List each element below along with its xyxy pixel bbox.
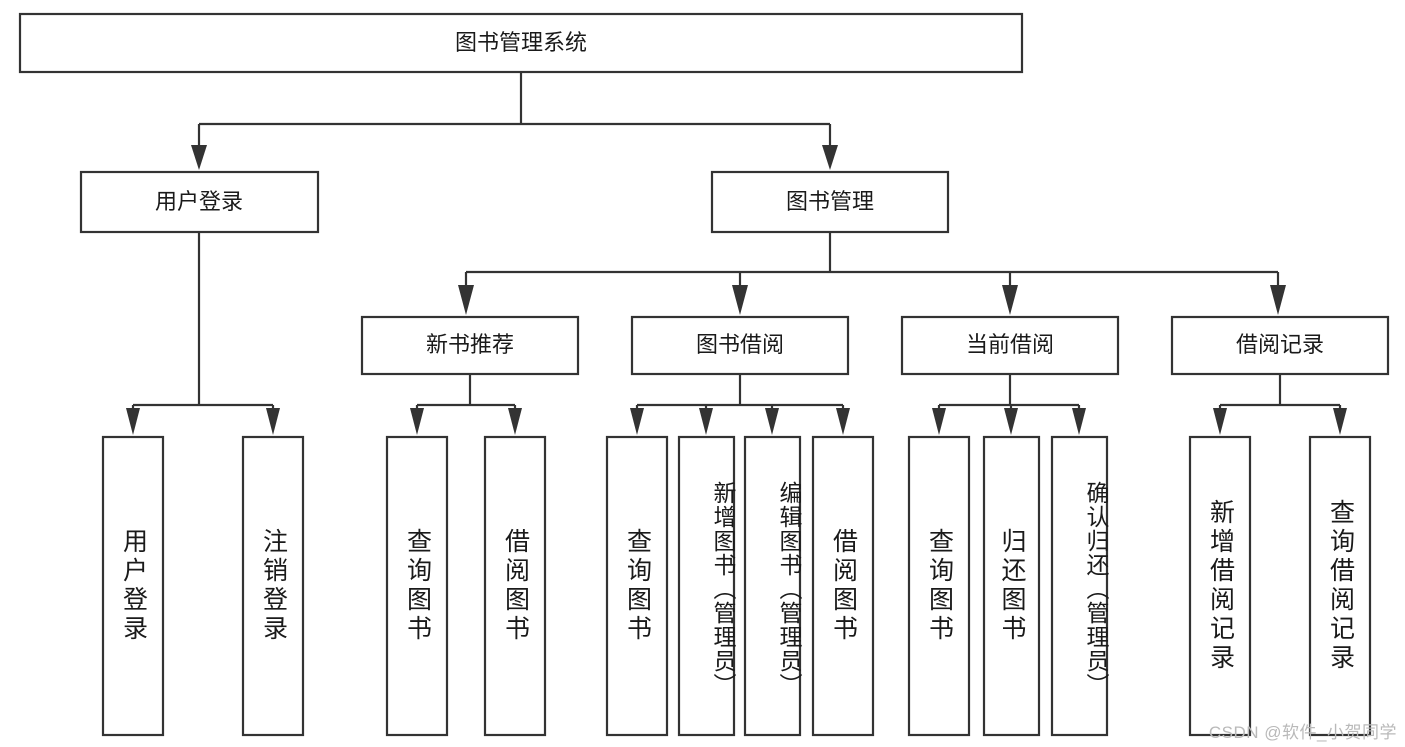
leaf-borrow-book-2-box[interactable] <box>811 435 875 737</box>
arrow-head-book-borrow <box>732 285 748 315</box>
leaf-query-book-2-box[interactable] <box>605 435 669 737</box>
node-root-box[interactable] <box>18 12 1024 74</box>
leaf-query-book-3[interactable] <box>907 435 971 737</box>
csdn-watermark: CSDN @软件_小贺同学 <box>1208 723 1397 742</box>
leaf-user-login[interactable] <box>101 435 165 737</box>
leaf-logout-box[interactable] <box>241 435 305 737</box>
leaf-query-book-1-box[interactable] <box>385 435 449 737</box>
leaf-query-record[interactable] <box>1308 435 1372 737</box>
node-root[interactable]: 图书管理系统 <box>18 12 1024 74</box>
node-book-manage-box[interactable] <box>710 170 950 234</box>
node-borrow-record-box[interactable] <box>1170 315 1390 376</box>
node-borrow-record[interactable]: 借阅记录 <box>1170 315 1390 376</box>
leaf-add-book[interactable] <box>677 435 736 737</box>
arrow-head-leaf-borrow-book-1 <box>508 408 522 435</box>
connector-layer <box>126 72 1347 435</box>
leaf-confirm-return-box[interactable] <box>1050 435 1109 737</box>
leaf-query-book-2[interactable] <box>605 435 669 737</box>
node-book-manage-label: 图书管理 <box>786 189 874 214</box>
arrow-head-leaf-confirm-return <box>1072 408 1086 435</box>
leaf-borrow-book-2[interactable] <box>811 435 875 737</box>
leaf-confirm-return[interactable] <box>1050 435 1109 737</box>
leaf-add-book-box[interactable] <box>677 435 736 737</box>
leaf-borrow-book-1[interactable] <box>483 435 547 737</box>
leaf-user-login-box[interactable] <box>101 435 165 737</box>
node-current-borrow-box[interactable] <box>900 315 1120 376</box>
node-book-manage[interactable]: 图书管理 <box>710 170 950 234</box>
arrow-head-user-login <box>191 145 207 170</box>
arrow-head-leaf-add-book <box>699 408 713 435</box>
arrow-head-leaf-add-record <box>1213 408 1227 435</box>
arrow-head-leaf-query-book-2 <box>630 408 644 435</box>
node-book-borrow[interactable]: 图书借阅 <box>630 315 850 376</box>
node-current-borrow[interactable]: 当前借阅 <box>900 315 1120 376</box>
node-current-borrow-label: 当前借阅 <box>966 332 1054 357</box>
leaf-return-book[interactable] <box>982 435 1041 737</box>
node-book-borrow-box[interactable] <box>630 315 850 376</box>
arrow-head-leaf-return-book <box>1004 408 1018 435</box>
node-book-borrow-label: 图书借阅 <box>696 332 784 357</box>
leaf-borrow-book-1-box[interactable] <box>483 435 547 737</box>
node-root-label: 图书管理系统 <box>455 30 587 55</box>
arrow-head-current-borrow <box>1002 285 1018 315</box>
leaf-query-record-box[interactable] <box>1308 435 1372 737</box>
node-user-login-box[interactable] <box>79 170 320 234</box>
arrow-head-new-book-rec <box>458 285 474 315</box>
leaf-edit-book[interactable] <box>743 435 802 737</box>
leaf-logout[interactable] <box>241 435 305 737</box>
arrow-head-borrow-record <box>1270 285 1286 315</box>
node-new-book-rec-label: 新书推荐 <box>426 332 514 357</box>
leaf-return-book-box[interactable] <box>982 435 1041 737</box>
node-user-login[interactable]: 用户登录 <box>79 170 320 234</box>
leaf-query-book-1[interactable] <box>385 435 449 737</box>
node-new-book-rec-box[interactable] <box>360 315 580 376</box>
leaf-add-record-box[interactable] <box>1188 435 1252 737</box>
arrow-head-book-manage <box>822 145 838 170</box>
leaf-edit-book-box[interactable] <box>743 435 802 737</box>
arrow-head-leaf-logout <box>266 408 280 435</box>
arrow-head-leaf-query-book-3 <box>932 408 946 435</box>
arrow-head-leaf-borrow-book-2 <box>836 408 850 435</box>
arrow-head-leaf-query-record <box>1333 408 1347 435</box>
node-borrow-record-label: 借阅记录 <box>1236 332 1324 357</box>
leaf-add-record[interactable] <box>1188 435 1252 737</box>
leaf-query-book-3-box[interactable] <box>907 435 971 737</box>
node-new-book-rec[interactable]: 新书推荐 <box>360 315 580 376</box>
arrow-head-leaf-query-book-1 <box>410 408 424 435</box>
arrow-head-leaf-edit-book <box>765 408 779 435</box>
node-user-login-label: 用户登录 <box>155 189 243 214</box>
arrow-head-leaf-user-login <box>126 408 140 435</box>
